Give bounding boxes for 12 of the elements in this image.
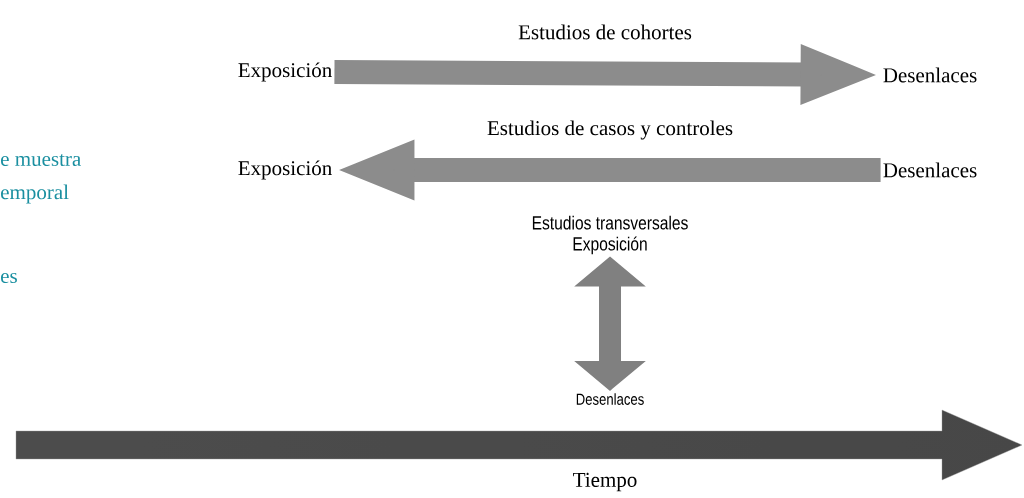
node-label: Exposición [238,62,332,82]
text-label: es [1,272,17,284]
node-label: Desenlaces [883,162,977,178]
node-label: Exposición [238,160,332,180]
edge-label: Estudios de casos y controles [485,119,735,141]
node-label: Desenlaces [576,393,644,405]
node-label: Desenlaces [883,67,977,83]
text-label: emporal [1,184,69,204]
text-label: e muestra [1,154,81,166]
node-label: Estudios transversales Exposición [532,215,688,255]
edge-label: Estudios de cohortes [517,23,693,41]
text-label: Tiempo [573,472,637,492]
